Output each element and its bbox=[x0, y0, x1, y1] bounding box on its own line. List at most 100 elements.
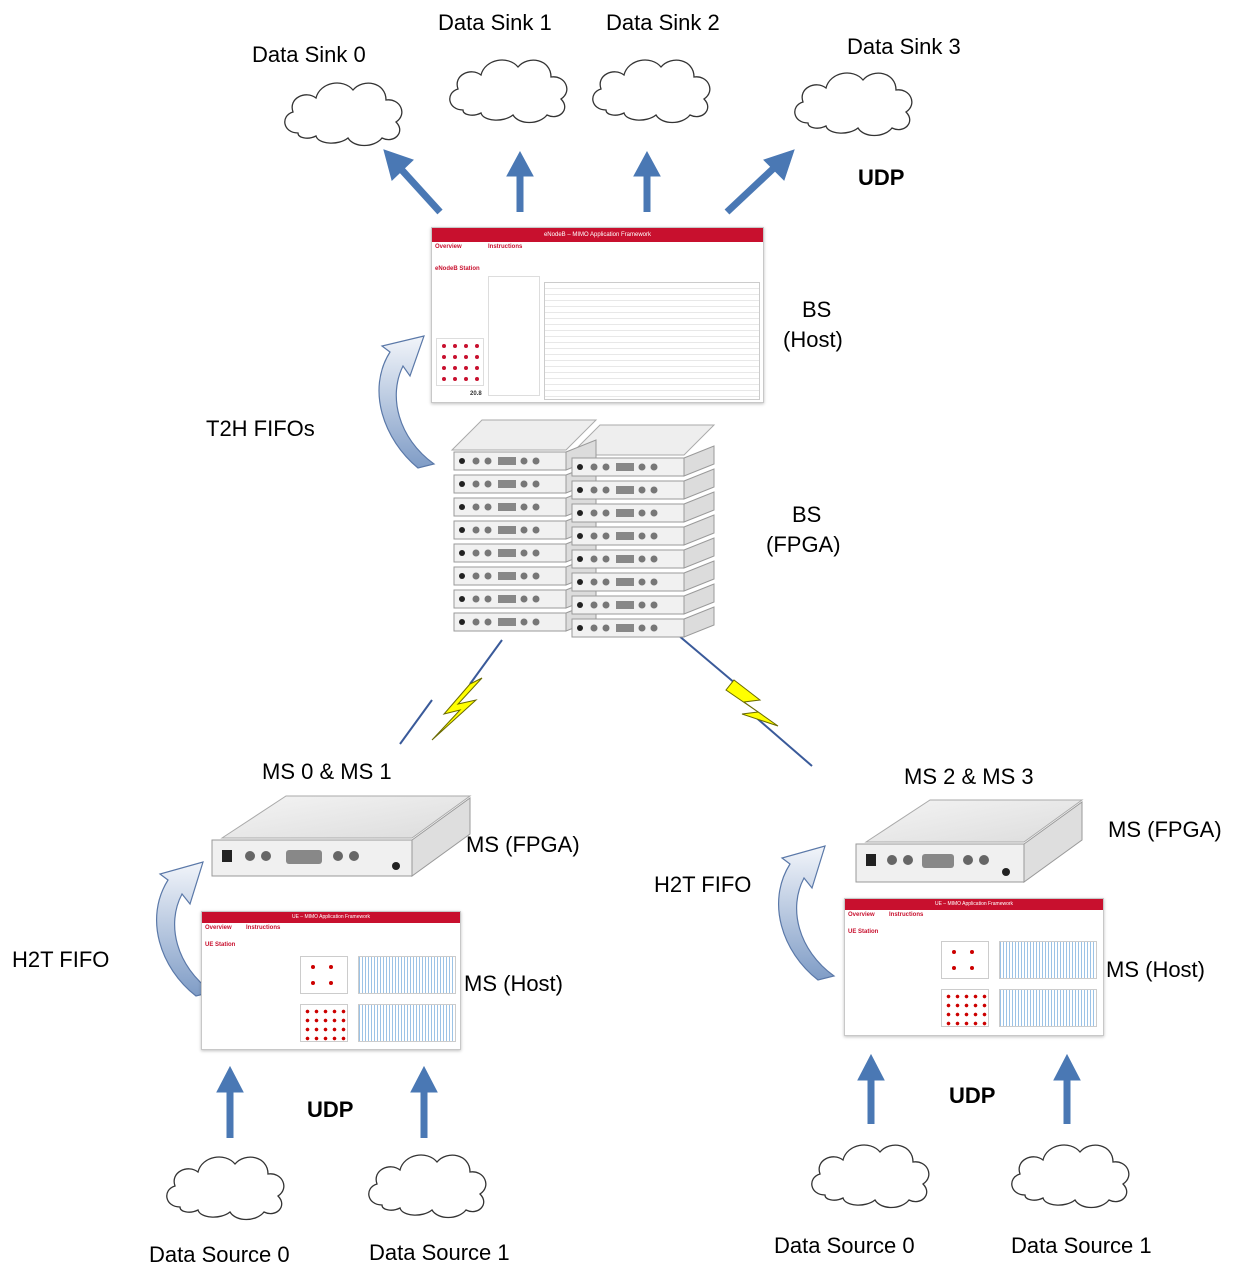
bs-constellation-point bbox=[464, 344, 468, 348]
label-h2t-fifo-right: H2T FIFO bbox=[654, 872, 752, 897]
bs-constellation-point bbox=[442, 344, 446, 348]
bs-stack-right-unit-1 bbox=[571, 445, 715, 477]
bs-constellation-point bbox=[464, 355, 468, 359]
cloud-data-sink-0 bbox=[284, 82, 403, 147]
t2h-fifo-arrow bbox=[378, 335, 436, 469]
label-data-sink-3: Data Sink 3 bbox=[847, 34, 961, 59]
ms-right-waveform-1 bbox=[999, 941, 1097, 979]
bs-constellation-point bbox=[464, 366, 468, 370]
cloud-data-source-1-left bbox=[368, 1154, 487, 1219]
label-bs-host-line2: (Host) bbox=[783, 327, 843, 352]
ms-left-overview: Overview bbox=[205, 925, 232, 931]
arrow-from-source-1-left bbox=[410, 1065, 438, 1138]
arrow-to-sink-3 bbox=[724, 149, 795, 215]
cloud-data-sink-1 bbox=[449, 59, 568, 124]
label-ms-fpga-left: MS (FPGA) bbox=[466, 832, 580, 857]
ms-right-overview: Overview bbox=[848, 912, 875, 918]
ms-left-station: UE Station bbox=[205, 942, 236, 948]
ms-left-waveform-2 bbox=[358, 1004, 456, 1042]
ms-left-constellation-2 bbox=[300, 1004, 348, 1042]
bs-screen-station: eNodeB Station bbox=[435, 266, 480, 272]
ms-left-constellation-1 bbox=[300, 956, 348, 994]
arrow-from-source-1-right bbox=[1053, 1053, 1081, 1124]
ms-host-screenshot-right: UE – MIMO Application Framework Overview… bbox=[844, 898, 1104, 1036]
label-ms0-ms1: MS 0 & MS 1 bbox=[262, 759, 392, 784]
ms-right-station: UE Station bbox=[848, 929, 879, 935]
h2t-fifo-arrow-left bbox=[155, 861, 214, 997]
label-ms2-ms3: MS 2 & MS 3 bbox=[904, 764, 1034, 789]
label-t2h-fifos: T2H FIFOs bbox=[206, 416, 315, 441]
label-bs-fpga-line2: (FPGA) bbox=[766, 532, 841, 557]
bs-constellation-point bbox=[475, 366, 479, 370]
label-udp-top: UDP bbox=[858, 165, 905, 190]
bs-constellation-point bbox=[453, 377, 457, 381]
label-data-source-1-right: Data Source 1 bbox=[1011, 1233, 1152, 1258]
bs-stack-right-unit-2 bbox=[571, 468, 715, 500]
arrow-from-source-0-right bbox=[857, 1053, 885, 1124]
bs-stack-left-top bbox=[450, 419, 598, 451]
bs-constellation-point bbox=[464, 377, 468, 381]
bs-host-screenshot: eNodeB – MIMO Application Framework Over… bbox=[431, 227, 764, 403]
bs-constellation-point bbox=[453, 344, 457, 348]
label-ms-host-left: MS (Host) bbox=[464, 971, 563, 996]
ms-right-instructions: Instructions bbox=[889, 912, 924, 918]
ms-left-instructions: Instructions bbox=[246, 925, 281, 931]
bs-stack-right-unit-8 bbox=[571, 606, 715, 638]
bs-constellation-point bbox=[442, 377, 446, 381]
bs-constellation-point bbox=[475, 355, 479, 359]
label-ms-fpga-right: MS (FPGA) bbox=[1108, 817, 1222, 842]
ms-right-waveform-2 bbox=[999, 989, 1097, 1027]
bs-stack-left-unit-1 bbox=[453, 439, 597, 471]
bs-screen-constellation bbox=[436, 338, 484, 386]
bs-screen-config-panel bbox=[488, 276, 540, 396]
cloud-data-sink-3 bbox=[794, 72, 913, 137]
bs-stack-right-unit-4 bbox=[571, 514, 715, 546]
ms-right-constellation-1 bbox=[941, 941, 989, 979]
bs-fpga-device-stack bbox=[450, 419, 716, 638]
arrow-to-sink-2 bbox=[633, 150, 661, 212]
bs-constellation-point bbox=[475, 344, 479, 348]
bs-stack-right-unit-7 bbox=[571, 583, 715, 615]
arrow-to-sink-1 bbox=[506, 150, 534, 212]
ms-right-titlebar: UE – MIMO Application Framework bbox=[845, 899, 1103, 910]
cloud-data-sink-2 bbox=[592, 59, 711, 124]
label-data-source-0-left: Data Source 0 bbox=[149, 1242, 290, 1267]
label-udp-right: UDP bbox=[949, 1083, 996, 1108]
bs-constellation-point bbox=[453, 355, 457, 359]
label-data-source-1-left: Data Source 1 bbox=[369, 1240, 510, 1265]
label-data-sink-1: Data Sink 1 bbox=[438, 10, 552, 35]
label-data-sink-0: Data Sink 0 bbox=[252, 42, 366, 67]
bs-constellation-point bbox=[442, 366, 446, 370]
bs-screen-titlebar: eNodeB – MIMO Application Framework bbox=[432, 228, 763, 242]
label-h2t-fifo-left: H2T FIFO bbox=[12, 947, 110, 972]
label-bs-fpga-line1: BS bbox=[792, 502, 822, 527]
label-data-source-0-right: Data Source 0 bbox=[774, 1233, 915, 1258]
bs-screen-overview: Overview bbox=[435, 244, 462, 250]
ms-left-titlebar: UE – MIMO Application Framework bbox=[202, 912, 460, 923]
label-ms-host-right: MS (Host) bbox=[1106, 957, 1205, 982]
bs-constellation-point bbox=[453, 366, 457, 370]
bs-constellation-point bbox=[442, 355, 446, 359]
wireless-link-left-bolt bbox=[399, 639, 503, 745]
bs-stack-right-unit-5 bbox=[571, 537, 715, 569]
cloud-data-source-1-right bbox=[1011, 1144, 1130, 1209]
bs-screen-instructions: Instructions bbox=[488, 244, 523, 250]
ms-right-constellation-2 bbox=[941, 989, 989, 1027]
bs-screen-value: 20.8 bbox=[470, 391, 482, 397]
arrow-to-sink-0 bbox=[383, 149, 443, 215]
ms-left-waveform-1 bbox=[358, 956, 456, 994]
ms-fpga-device-left bbox=[211, 795, 472, 877]
bs-constellation-point bbox=[475, 377, 479, 381]
bs-stack-right-unit-3 bbox=[571, 491, 715, 523]
ms-fpga-device-right bbox=[855, 799, 1084, 883]
wireless-link-right-bolt bbox=[677, 634, 813, 767]
label-bs-host-line1: BS bbox=[802, 297, 832, 322]
cloud-data-source-0-left bbox=[166, 1156, 285, 1221]
h2t-fifo-arrow-right bbox=[777, 845, 836, 981]
bs-stack-right-unit-6 bbox=[571, 560, 715, 592]
bs-stack-right-top bbox=[568, 424, 716, 456]
label-udp-left: UDP bbox=[307, 1097, 354, 1122]
label-data-sink-2: Data Sink 2 bbox=[606, 10, 720, 35]
